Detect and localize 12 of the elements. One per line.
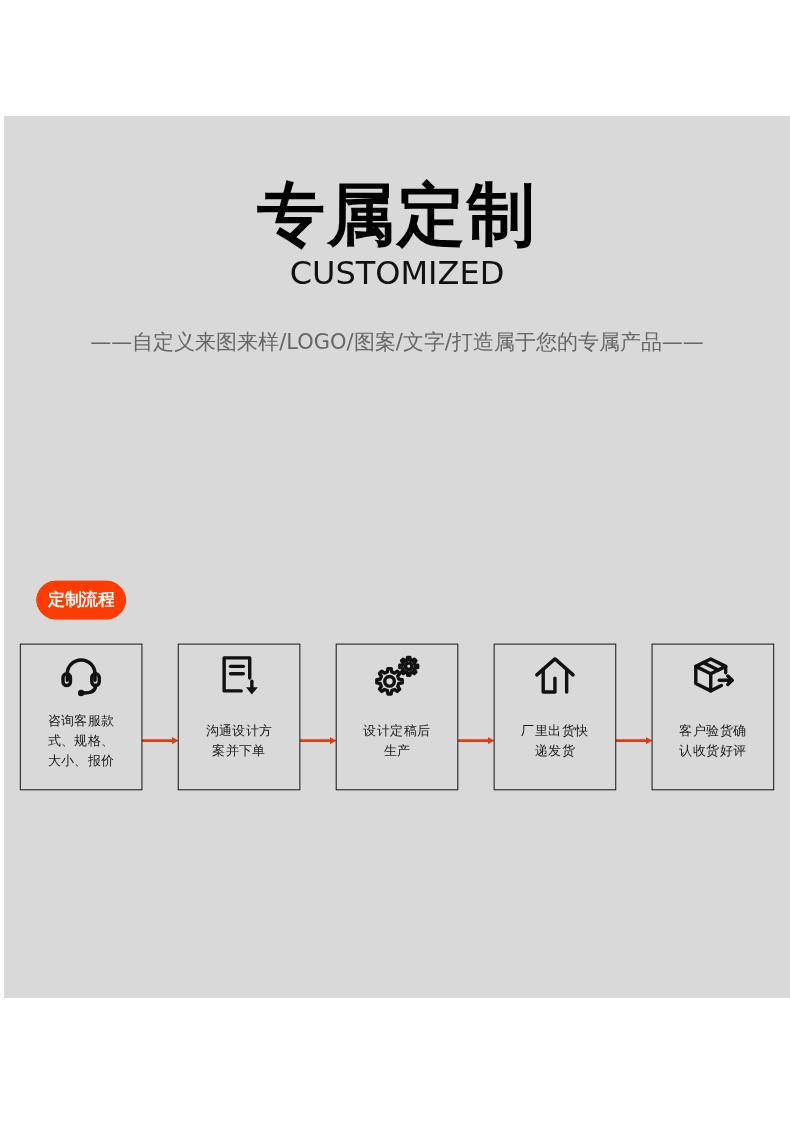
tagline: ——自定义来图来样/LOGO/图案/文字/打造属于您的专属产品—— <box>89 330 705 356</box>
node-box: 客户验货确认收货好评 <box>651 644 775 791</box>
node-box: 设计定稿后生产 <box>335 644 459 791</box>
arrow <box>615 737 653 745</box>
arrow <box>299 737 337 745</box>
title: 专属定制 <box>256 178 538 253</box>
arrow <box>141 737 179 745</box>
subtitle: CUSTOMIZED <box>288 256 506 292</box>
node-box: 咨询客服款式、规格、大小、报价 <box>19 644 143 791</box>
node-box: 沟通设计方案并下单 <box>177 644 301 791</box>
node-box: 厂里出货快递发货 <box>493 644 617 791</box>
arrow <box>457 737 495 745</box>
